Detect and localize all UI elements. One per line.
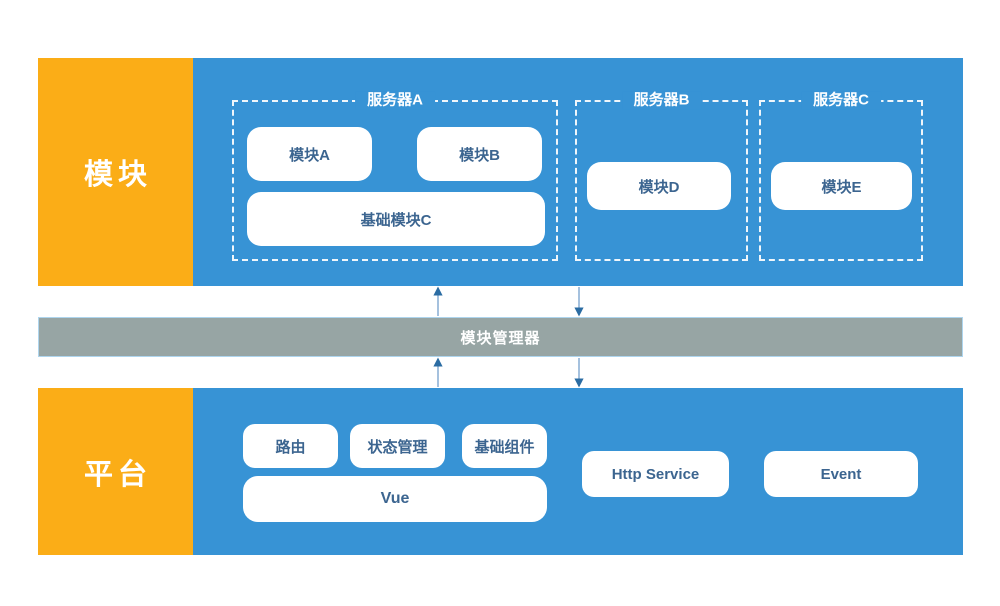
module-b-box: 模块B [417,127,542,181]
down-arrow-icon [574,358,584,388]
router-box: 路由 [243,424,338,468]
module-d-box: 模块D [587,162,731,210]
down-arrow-icon [574,287,584,317]
server-b-group: 服务器B 模块D [575,91,748,261]
module-manager-bar: 模块管理器 [38,317,963,357]
module-manager-label: 模块管理器 [460,329,541,347]
state-management-box: 状态管理 [350,424,445,468]
module-a-box: 模块A [247,127,372,181]
module-accent-block: 模块 [38,58,193,286]
module-panel: 模块 服务器A 模块A 模块B 基础模块C 服务器B 模块D 服务器C 模块E [38,58,963,286]
module-section-title: 模块 [83,159,152,191]
vue-box: Vue [243,476,547,522]
server-c-label: 服务器C [801,91,881,110]
server-a-group: 服务器A 模块A 模块B 基础模块C [232,91,558,261]
server-a-label: 服务器A [355,91,435,110]
event-box: Event [764,451,918,497]
base-module-c-box: 基础模块C [247,192,545,246]
module-e-box: 模块E [771,162,912,210]
up-arrow-icon [433,286,443,316]
platform-panel: 平台 路由 状态管理 基础组件 Vue Http Service Event [38,388,963,555]
base-components-box: 基础组件 [462,424,547,468]
platform-section-title: 平台 [83,458,152,491]
http-service-box: Http Service [582,451,729,497]
server-c-group: 服务器C 模块E [759,91,923,261]
server-b-label: 服务器B [621,91,702,110]
platform-accent-block: 平台 [38,388,193,555]
up-arrow-icon [433,357,443,387]
